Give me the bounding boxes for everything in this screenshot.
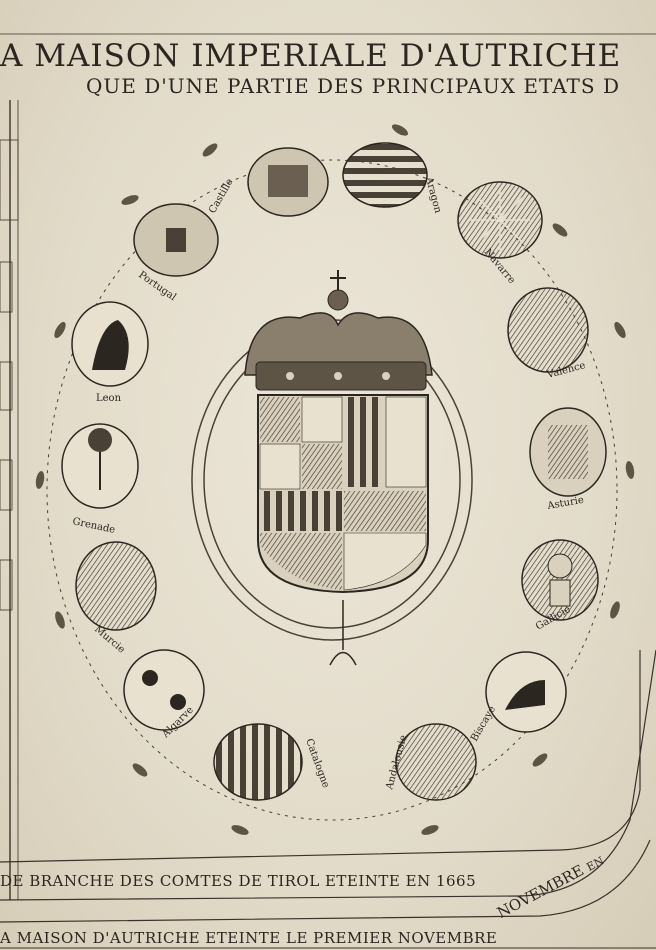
- laurel-garland: [35, 124, 635, 835]
- label-leon: Leon: [96, 393, 122, 404]
- shield-murcie: [75, 541, 157, 631]
- royal-arms-shield: [257, 394, 429, 594]
- label-grenade: Grenade: [71, 516, 116, 536]
- shield-leon: [71, 301, 149, 387]
- footer-line-2: A MAISON D'AUTRICHE ETEINTE LE PREMIER N…: [0, 929, 498, 947]
- crown-icon: [244, 270, 433, 391]
- map-title: A MAISON IMPERIALE D'AUTRICHE: [0, 38, 622, 74]
- label-castille: Castille: [207, 177, 236, 216]
- shield-castille: [247, 147, 329, 217]
- shield-biscaye: [485, 651, 567, 733]
- shield-portugal: [133, 203, 219, 277]
- shield-andalousie: [395, 723, 477, 801]
- label-aragon: Aragon: [423, 175, 444, 215]
- map-subtitle: QUE D'UNE PARTIE DES PRINCIPAUX ETATS D: [86, 74, 620, 98]
- shield-navarre: [457, 181, 543, 259]
- label-asturie: Asturie: [546, 495, 585, 512]
- shield-catalogne: [213, 723, 303, 801]
- shield-aragon: [342, 142, 428, 208]
- shield-gallicie: [521, 539, 599, 621]
- label-catalogne: Catalogne: [303, 737, 331, 789]
- shield-asturie: [529, 407, 607, 497]
- shield-grenade: [61, 423, 139, 509]
- label-biscaye: Biscaye: [469, 704, 498, 743]
- shield-valence: [507, 287, 589, 373]
- footer-line-1: DE BRANCHE DES COMTES DE TIROL ETEINTE E…: [0, 872, 477, 890]
- shield-algarve: [123, 649, 205, 731]
